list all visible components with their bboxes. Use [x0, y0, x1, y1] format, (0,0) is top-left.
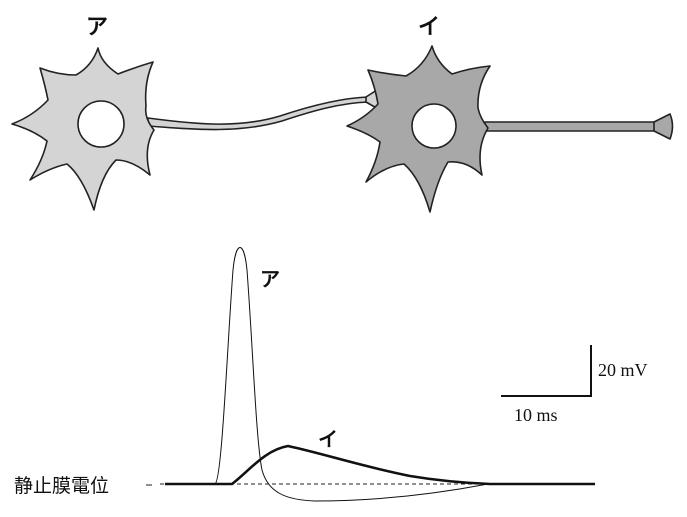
scale-bar: 20 mV 10 ms — [501, 345, 648, 425]
neuron-a-label: ア — [86, 14, 108, 40]
scale-time-label: 10 ms — [514, 405, 558, 425]
neuron-a-nucleus — [77, 100, 125, 148]
neuron-b-axon-terminal — [653, 113, 674, 140]
trace-a-label: ア — [260, 267, 280, 291]
neuron-b-axon — [484, 121, 656, 132]
neuron-b-label: イ — [418, 14, 440, 40]
membrane-potential-graph: ア イ 静止膜電位 — [14, 247, 595, 502]
trace-a — [214, 247, 489, 502]
scale-voltage-label: 20 mV — [598, 360, 648, 380]
neuron-b: イ — [346, 14, 674, 213]
neuron-a: ア — [11, 14, 384, 211]
trace-b-label: イ — [318, 427, 338, 451]
neuron-a-axon — [147, 96, 369, 131]
resting-potential-label: 静止膜電位 — [14, 475, 109, 497]
trace-b — [165, 444, 595, 486]
neuron-b-nucleus — [411, 103, 457, 149]
